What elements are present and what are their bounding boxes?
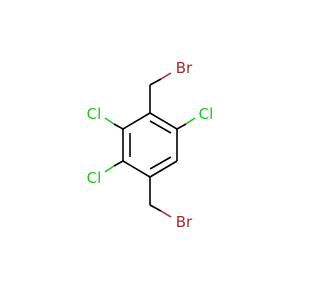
atom-label-cl-upper-left: Cl (87, 105, 102, 123)
ring-bond-c1-c2 (122, 112, 151, 130)
bond-ch2-top-br-red (160, 72, 172, 80)
atom-label-cl-upper-right: Cl (199, 105, 214, 123)
bond-c2-cl-black (113, 123, 124, 130)
ring-bond-c3-c4 (122, 160, 151, 178)
atom-label-br-bottom: Br (176, 213, 193, 231)
bond-c3-cl-green (104, 165, 115, 173)
ring-bond-c4-c5-inner (149, 156, 172, 170)
bond-ch2-top-br-black (149, 78, 162, 86)
atom-label-br-top: Br (176, 59, 193, 77)
bond-c6-cl-black (176, 123, 187, 130)
ring-bond-c4-c5 (149, 160, 178, 178)
bond-ch2-bottom-br-red (160, 210, 172, 218)
ring-bond-c1-c6 (149, 112, 178, 130)
bond-ch2-bottom-br-black (149, 204, 162, 212)
bond-c2-cl-green (104, 117, 115, 125)
ring-bond-c1-c6-inner (149, 120, 172, 134)
bond-c6-cl-green (185, 117, 196, 125)
atom-label-cl-lower-left: Cl (87, 169, 102, 187)
bond-c3-cl-black (113, 160, 124, 167)
structure-diagram: Br Br Cl Cl Cl (87, 59, 214, 231)
molecule-canvas: Br Br Cl Cl Cl (86, 59, 214, 231)
